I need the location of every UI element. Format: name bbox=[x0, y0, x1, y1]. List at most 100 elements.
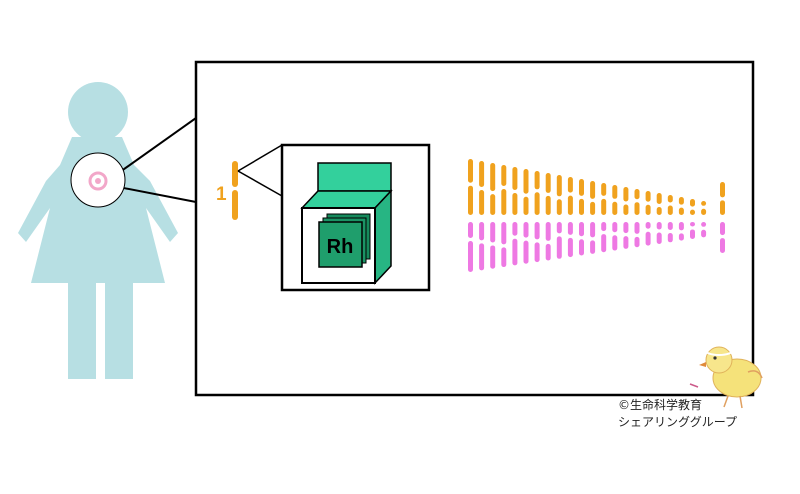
chromosome-pink bbox=[690, 222, 695, 227]
chromosome-orange bbox=[645, 191, 651, 202]
chromosome-pink bbox=[534, 222, 540, 240]
chromosome-pink bbox=[590, 222, 596, 238]
chromosome-pink bbox=[501, 222, 507, 245]
karyotype-row-orange bbox=[468, 159, 725, 215]
chromosome-pink bbox=[667, 233, 673, 243]
chromosome-orange bbox=[545, 195, 551, 215]
chromosome-pink bbox=[556, 236, 562, 259]
chromosome-orange bbox=[678, 197, 684, 205]
chromosome-orange bbox=[701, 201, 707, 206]
chromosome-orange bbox=[590, 201, 596, 215]
chromosome-pink bbox=[720, 238, 725, 253]
chromosome-pink bbox=[612, 222, 618, 233]
chromosome-pink bbox=[534, 242, 540, 263]
chromosome-orange bbox=[501, 165, 507, 186]
chromosome-pink bbox=[523, 240, 529, 264]
chromosome-orange bbox=[601, 183, 607, 196]
chromosome-orange bbox=[579, 198, 584, 215]
chromosome-orange bbox=[468, 185, 473, 215]
chromosome-pink bbox=[567, 222, 573, 235]
chromosome-orange bbox=[567, 177, 573, 193]
chromosome-pink bbox=[656, 222, 662, 230]
chromosome-pink bbox=[701, 229, 707, 238]
chromosome-orange bbox=[678, 207, 684, 215]
ovary-highlight bbox=[70, 152, 126, 208]
chromosome-pink bbox=[490, 245, 496, 269]
chromosome-orange bbox=[468, 159, 473, 183]
chromosome-orange bbox=[701, 208, 707, 215]
chromosome-orange bbox=[645, 204, 651, 215]
chromosome-pink bbox=[701, 222, 707, 227]
chromosome-orange bbox=[523, 169, 529, 194]
woman-silhouette-icon bbox=[18, 82, 178, 379]
chromosome-pink bbox=[590, 240, 596, 254]
chromosome-orange bbox=[601, 198, 607, 215]
chromosome-pink bbox=[645, 231, 651, 246]
chromosome-pink bbox=[567, 237, 573, 258]
chromosome-orange bbox=[479, 161, 485, 188]
chromosome-orange bbox=[567, 195, 573, 215]
chick-mascot-icon bbox=[689, 344, 763, 409]
chromosome-pink bbox=[612, 235, 618, 251]
chromosome-pink bbox=[720, 222, 725, 236]
chromosome-pink bbox=[623, 222, 629, 234]
chromosome-pink bbox=[623, 236, 629, 249]
chromosome-orange bbox=[501, 189, 507, 215]
chromosome-orange bbox=[612, 185, 618, 199]
chromosome-orange bbox=[590, 181, 596, 199]
chromosome-orange bbox=[545, 173, 551, 193]
chromosome-orange bbox=[667, 195, 673, 203]
gene-label: Rh bbox=[327, 236, 354, 258]
chromosome-orange bbox=[634, 202, 640, 215]
chromosome-pink bbox=[579, 222, 584, 237]
zoom-line-top bbox=[237, 144, 283, 172]
chromosome-pink bbox=[634, 236, 640, 248]
chromosome-orange bbox=[623, 204, 629, 215]
chromosome-pink bbox=[634, 222, 640, 234]
chromosome-orange bbox=[612, 201, 618, 215]
callout-frame bbox=[194, 60, 755, 397]
chromosome-orange bbox=[579, 179, 584, 196]
chromosome-orange bbox=[556, 199, 562, 215]
copyright-credit: ©生命科学教育 シェアリンググループ bbox=[618, 397, 737, 431]
rh-gene-block bbox=[300, 162, 393, 285]
chromosome-pink bbox=[490, 222, 496, 243]
chromosome-orange bbox=[534, 171, 540, 190]
chromosome-pink bbox=[667, 222, 673, 231]
chromosome-orange bbox=[490, 194, 496, 215]
chromosome-pink bbox=[545, 243, 551, 261]
zoom-line-bottom bbox=[237, 170, 283, 197]
chromosome-orange bbox=[720, 200, 725, 215]
chromosome-pink bbox=[523, 222, 529, 238]
chromosome-orange bbox=[720, 182, 725, 198]
chromosome-orange bbox=[690, 199, 695, 207]
chromosome-1 bbox=[232, 161, 238, 220]
chromosome-orange bbox=[534, 192, 540, 215]
chromosome-orange bbox=[490, 163, 496, 192]
credit-line-1: ©生命科学教育 bbox=[618, 398, 703, 412]
chromosome-pink bbox=[579, 239, 584, 256]
chromosome-pink bbox=[479, 243, 485, 271]
chromosome-pink bbox=[512, 222, 518, 236]
chromosome-pink bbox=[656, 232, 662, 244]
chromosome-orange bbox=[667, 205, 673, 215]
chromosome-pink bbox=[645, 222, 651, 229]
chromosome-pink bbox=[512, 238, 518, 266]
chromosome-pink bbox=[501, 247, 507, 268]
karyotype-row-pink bbox=[468, 222, 725, 272]
chromosome-pink bbox=[545, 222, 551, 241]
chromosome-orange bbox=[656, 193, 662, 205]
chromosome-orange bbox=[523, 196, 529, 215]
chromosome-pink bbox=[468, 241, 473, 272]
chromosome-orange bbox=[690, 209, 695, 215]
chromosome-orange bbox=[479, 190, 485, 215]
chromosome-pink bbox=[601, 222, 607, 232]
chromosome-pink bbox=[690, 229, 695, 239]
chromosome-pink bbox=[678, 222, 684, 231]
chromosome-orange bbox=[656, 207, 662, 215]
credit-line-2: シェアリンググループ bbox=[618, 415, 738, 429]
chromosome-orange bbox=[556, 175, 562, 197]
chromosome-orange bbox=[623, 187, 629, 202]
